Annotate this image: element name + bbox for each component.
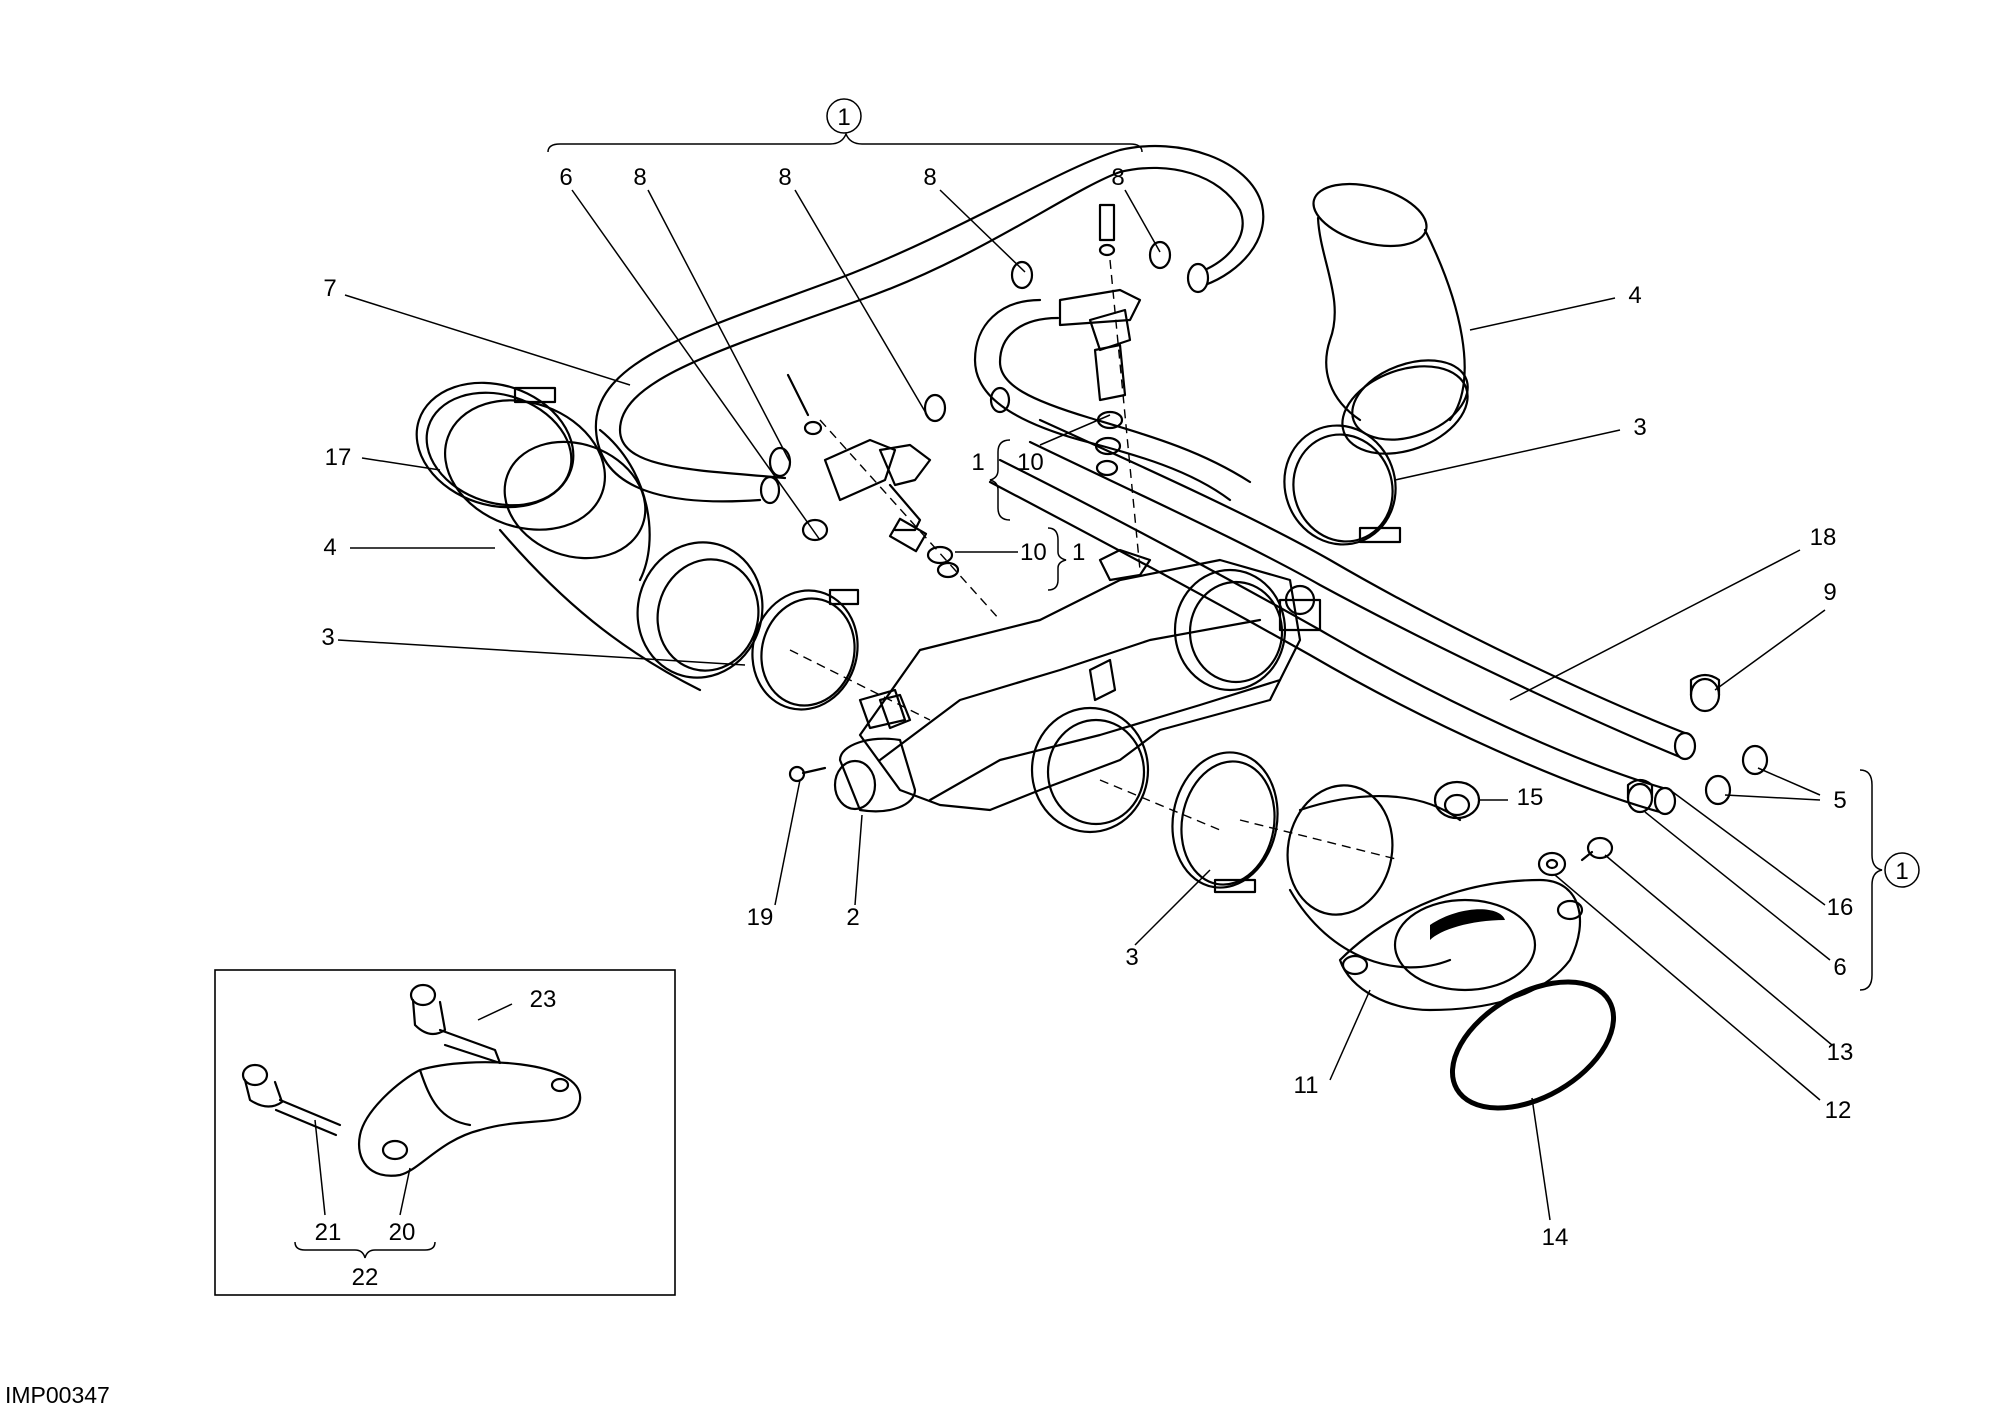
- throttle-body: [858, 558, 1322, 834]
- rubber-mount-15: [1433, 780, 1481, 820]
- callout-2: 2: [846, 904, 859, 931]
- callout-13: 13: [1827, 1039, 1854, 1066]
- bracket-20: [357, 1061, 582, 1177]
- callout-11: 11: [1294, 1072, 1319, 1099]
- top-group-bracket: 1: [547, 98, 1143, 153]
- hose-clamp-3-bottom: [1171, 751, 1279, 894]
- callout-18: 18: [1810, 524, 1837, 551]
- cap-9: [1689, 673, 1721, 713]
- callout-3-left: 3: [321, 624, 334, 651]
- callout-labels: 6 8 8 8 8 7 17 4 3 4 3 1 10 10 1 18 9 5 …: [321, 164, 1853, 1251]
- o-ring-14: [1449, 979, 1617, 1111]
- bracket-marks: 1: [989, 439, 1920, 991]
- callout-19: 19: [747, 904, 774, 931]
- callout-21: 21: [315, 1219, 342, 1246]
- fuel-injector-left: [768, 373, 960, 579]
- washer-12: [1537, 851, 1567, 877]
- callout-16: 16: [1827, 894, 1854, 921]
- bolt-21: [241, 1063, 342, 1137]
- callout-9: 9: [1823, 579, 1836, 606]
- screw-13: [1580, 836, 1614, 862]
- clips-5: [1704, 744, 1769, 806]
- callout-10-upper: 10: [1017, 449, 1044, 476]
- callout-14: 14: [1542, 1224, 1569, 1251]
- callout-12: 12: [1825, 1097, 1852, 1124]
- image-code: IMP00347: [5, 1382, 110, 1408]
- hose-clamp-3-left: [751, 588, 860, 711]
- leader-lines: [337, 189, 1833, 1221]
- callout-3-bottom: 3: [1125, 944, 1138, 971]
- hose-18-16: [988, 418, 1697, 816]
- callout-5: 5: [1833, 787, 1846, 814]
- intake-manifold-11: [1286, 784, 1584, 1012]
- callout-8-b: 8: [778, 164, 791, 191]
- callout-1-upper: 1: [971, 449, 984, 476]
- hose-clamp-3-right: [1283, 424, 1402, 546]
- group-marker-right: 1: [1895, 858, 1908, 885]
- assembly-centerlines: [789, 259, 1401, 861]
- callout-23: 23: [530, 986, 557, 1013]
- callout-6-right: 6: [1833, 954, 1846, 981]
- intake-boot-4-left: [443, 399, 764, 692]
- callout-10-lower: 10: [1020, 539, 1047, 566]
- callout-4-left: 4: [323, 534, 336, 561]
- callout-8-a: 8: [633, 164, 646, 191]
- hose-clamp-17: [415, 381, 575, 509]
- throttle-sensor-2: [833, 688, 917, 813]
- bracket-8-stem: [1098, 548, 1152, 582]
- callout-20: 20: [389, 1219, 416, 1246]
- callout-22: 22: [352, 1264, 379, 1291]
- callout-3-right: 3: [1633, 414, 1646, 441]
- intake-boot-4-right: [1312, 182, 1469, 455]
- fuel-injector-right: [923, 203, 1172, 477]
- cap-6-right: [1626, 778, 1654, 814]
- callout-8-c: 8: [923, 164, 936, 191]
- screw-19: [788, 765, 827, 783]
- callout-1-lower: 1: [1072, 539, 1085, 566]
- callout-6-top: 6: [559, 164, 572, 191]
- inset-box: 23 21 20 22: [214, 969, 676, 1296]
- hose-7: [594, 144, 1265, 505]
- callout-17: 17: [325, 444, 352, 471]
- injector-hose: [973, 298, 1252, 502]
- callout-8-d: 8: [1111, 164, 1124, 191]
- bolt-23: [409, 983, 502, 1065]
- group-marker-top: 1: [837, 104, 850, 131]
- callout-4-right: 4: [1628, 282, 1641, 309]
- callout-15: 15: [1517, 784, 1544, 811]
- callout-7: 7: [323, 275, 336, 302]
